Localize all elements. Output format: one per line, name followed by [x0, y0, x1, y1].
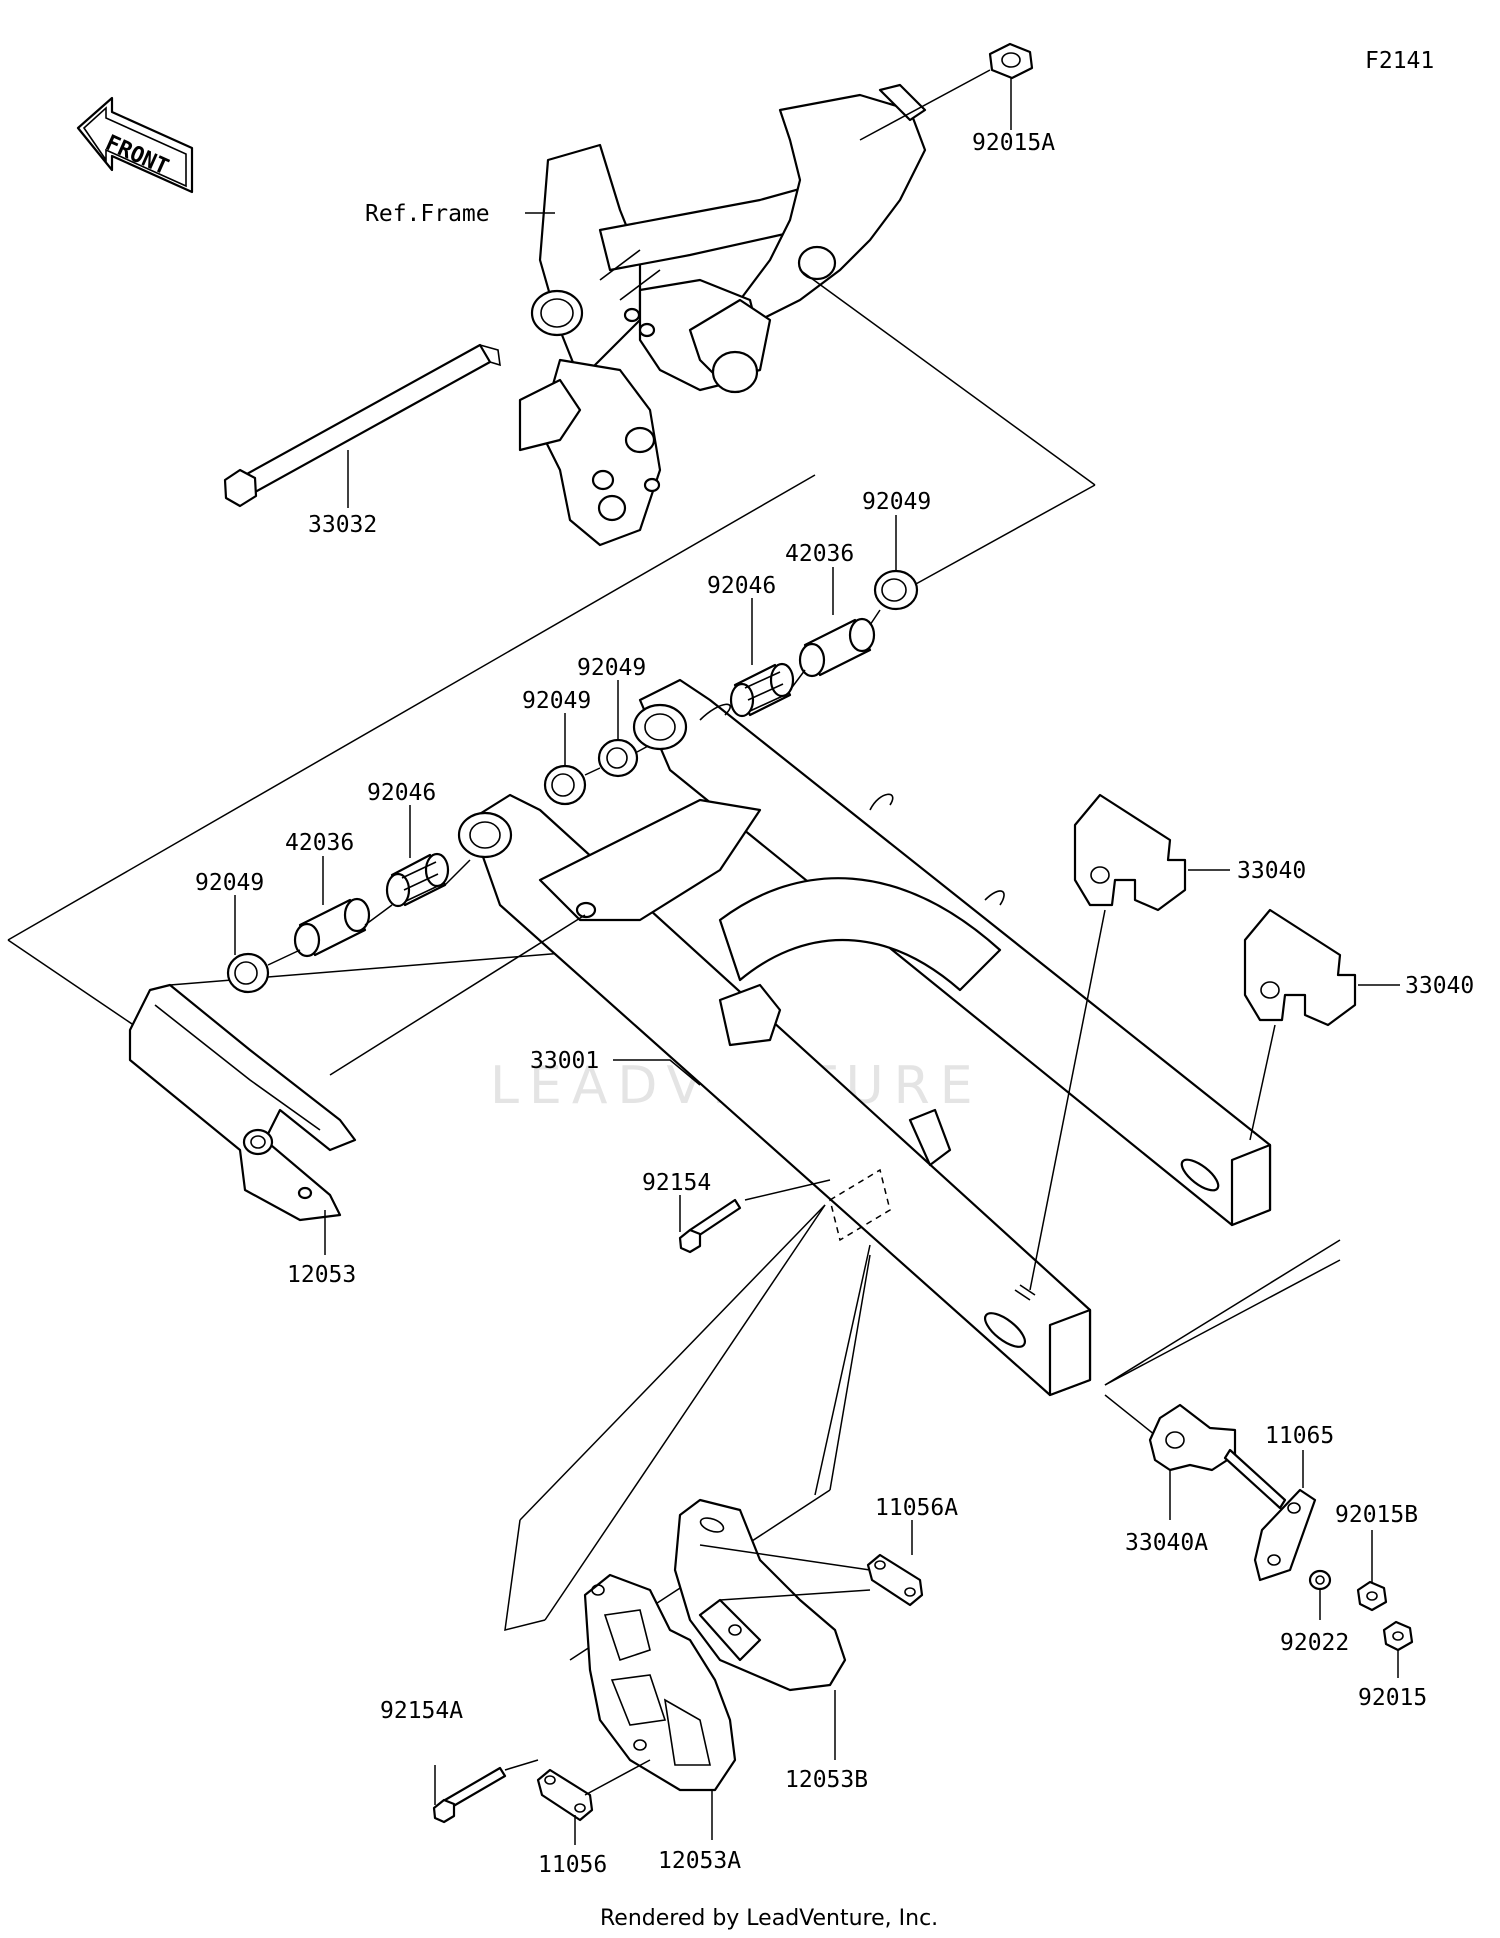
- label-92022: 92022: [1280, 1630, 1349, 1656]
- front-arrow-icon: FRONT: [76, 96, 194, 194]
- label-92046-left: 92046: [367, 780, 436, 806]
- adjuster-cap-33040-b: [1243, 908, 1357, 1027]
- label-92154: 92154: [642, 1170, 711, 1196]
- bearing-92046-left: [385, 852, 450, 908]
- plate-11065: [1253, 1488, 1317, 1582]
- label-92046-top: 92046: [707, 573, 776, 599]
- bearing-92046-top: [729, 662, 795, 718]
- swingarm-33001: [457, 678, 1272, 1397]
- bolt-92154A: [432, 1766, 507, 1824]
- collar-42036-top: [798, 617, 876, 678]
- nut-92015A: [988, 42, 1034, 80]
- seal-92049-top: [873, 569, 919, 611]
- label-11056: 11056: [538, 1852, 607, 1878]
- label-92015: 92015: [1358, 1685, 1427, 1711]
- nut-92015B: [1356, 1580, 1388, 1612]
- figure-code: F2141: [1365, 48, 1434, 74]
- label-12053A: 12053A: [658, 1848, 741, 1874]
- washer-92022: [1308, 1569, 1332, 1591]
- nut-92015: [1382, 1620, 1414, 1652]
- label-12053B: 12053B: [785, 1767, 868, 1793]
- chain-guard-12053A: [583, 1573, 737, 1792]
- pivot-shaft-33032: [223, 343, 501, 508]
- seal-92049-mid-right: [597, 738, 639, 778]
- label-42036-top: 42036: [785, 541, 854, 567]
- label-42036-left: 42036: [285, 830, 354, 856]
- label-92154A: 92154A: [380, 1698, 463, 1724]
- label-92049-top: 92049: [862, 489, 931, 515]
- frame: [518, 83, 927, 547]
- plate-11056A: [866, 1553, 924, 1607]
- adjuster-33040A: [1148, 1403, 1287, 1510]
- label-33032: 33032: [308, 512, 377, 538]
- label-33040-a: 33040: [1237, 858, 1306, 884]
- adjuster-cap-33040-a: [1073, 793, 1187, 912]
- plate-11056: [536, 1768, 594, 1822]
- bolt-92154: [678, 1198, 742, 1254]
- seal-92049-mid-left: [543, 764, 587, 806]
- label-11065: 11065: [1265, 1423, 1334, 1449]
- label-92049-mid-right: 92049: [577, 655, 646, 681]
- label-33040A: 33040A: [1125, 1530, 1208, 1556]
- seal-92049-left: [226, 952, 270, 994]
- label-11056A: 11056A: [875, 1495, 958, 1521]
- label-92049-left: 92049: [195, 870, 264, 896]
- label-92015B: 92015B: [1335, 1502, 1418, 1528]
- label-12053: 12053: [287, 1262, 356, 1288]
- label-92015A: 92015A: [972, 130, 1055, 156]
- label-33001: 33001: [530, 1048, 599, 1074]
- footer-credit: Rendered by LeadVenture, Inc.: [600, 1906, 938, 1931]
- label-92049-mid-left: 92049: [522, 688, 591, 714]
- label-ref-frame: Ref.Frame: [365, 201, 490, 227]
- chain-slider-12053: [128, 983, 357, 1222]
- collar-42036-left: [293, 897, 371, 958]
- label-33040-b: 33040: [1405, 973, 1474, 999]
